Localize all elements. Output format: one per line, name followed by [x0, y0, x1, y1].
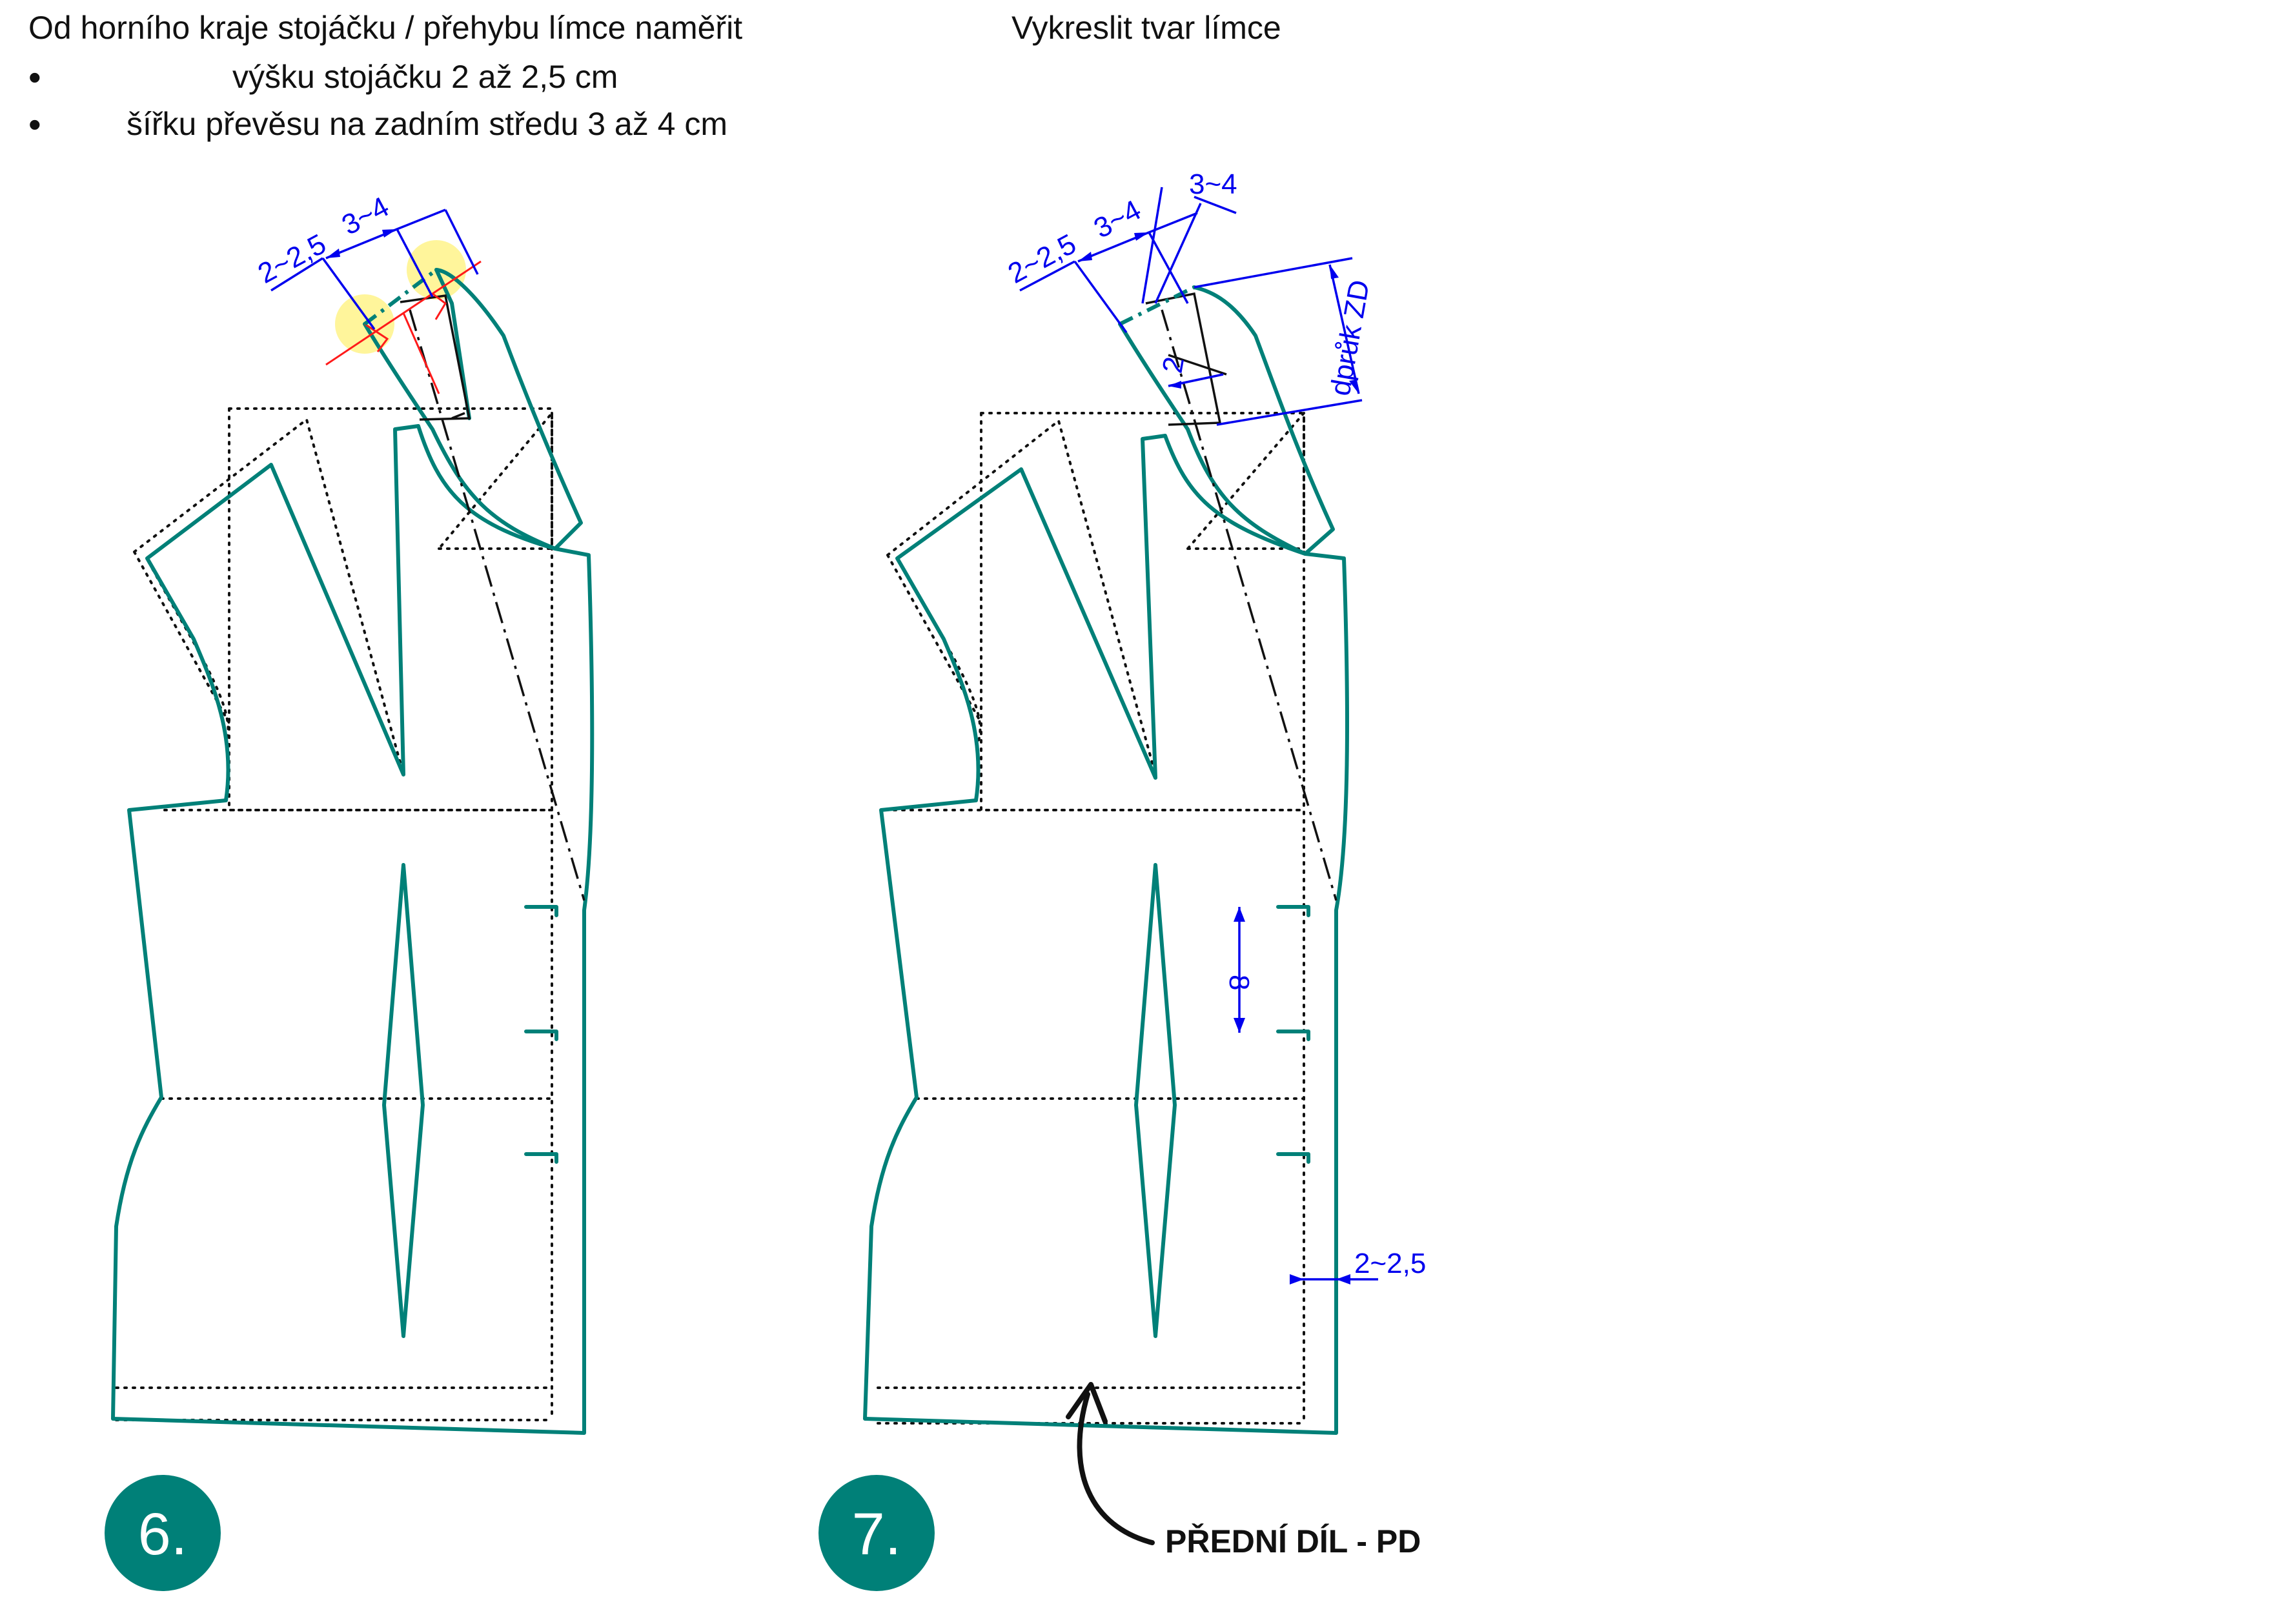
step-6-dim-stand: 2~2,5 — [253, 228, 331, 290]
right-heading: Vykreslit tvar límce — [1011, 10, 1281, 46]
step-6-arrow-2 — [382, 229, 397, 238]
step-7-label-arrow — [1077, 1392, 1155, 1545]
step-7-dim-fall-top: 3~4 — [1189, 168, 1237, 200]
step-7-arrow-7 — [1234, 1018, 1245, 1033]
bullet-text-1: výšku stojáčku 2 až 2,5 cm — [232, 59, 618, 95]
step-7-arrow-8 — [1290, 1274, 1304, 1284]
step-7-arrow-4 — [1349, 380, 1359, 394]
bullet-text-2: šířku převěsu na zadním středu 3 až 4 cm — [127, 106, 727, 142]
step-6-badge — [105, 1475, 221, 1591]
step-7-dotted-shoulder — [886, 409, 1305, 776]
left-heading: Od horního kraje stojáčku / přehybu límc… — [28, 10, 743, 46]
step-7-front-outline — [863, 434, 1349, 1435]
step-6-badge-label: 6. — [138, 1501, 188, 1567]
step-6-collar-construction — [400, 294, 471, 421]
step-7-pattern: 2~2,5 3~4 3~4 2 dprůk ZD 8 2~2,5 PŘEDNÍ … — [818, 168, 1426, 1591]
step-7-collar — [1118, 285, 1335, 556]
bullet-dot-2: • — [28, 104, 41, 145]
step-7-label-arrowhead — [1066, 1382, 1108, 1424]
step-7-dotted-neck — [899, 563, 982, 744]
step-7-dotted-frame — [877, 412, 1305, 1425]
step-7-dim-lines — [1019, 187, 1363, 426]
step-7-badge — [818, 1475, 935, 1591]
step-7-arrow-3 — [1330, 265, 1339, 279]
step-7-roll-line — [1161, 309, 1337, 901]
step-6-dotted-shoulder — [133, 409, 553, 776]
step-7-dim-stand: 2~2,5 — [1003, 228, 1081, 290]
step-6-dotted-frame — [115, 407, 553, 1421]
step-7-arrow-6 — [1234, 907, 1245, 922]
step-7-dim-extension: 2~2,5 — [1354, 1248, 1426, 1279]
step-6-arrow-1 — [326, 249, 340, 258]
bullet-dot-1: • — [28, 57, 41, 97]
step-7-badge-label: 7. — [852, 1501, 902, 1567]
step-7-piece-label: PŘEDNÍ DÍL - PD — [1165, 1523, 1421, 1559]
step-7-dim-back-neck: dprůk ZD — [1325, 278, 1376, 398]
step-6-collar-edge — [434, 268, 471, 420]
step-7-dim-button: 8 — [1223, 975, 1255, 990]
step-6-roll-line — [409, 309, 585, 901]
step-6-collar — [363, 268, 583, 551]
step-7-dim-offset: 2 — [1157, 354, 1191, 376]
step-7-collar-construction — [1145, 292, 1227, 426]
step-7-arrow-9 — [1336, 1274, 1350, 1284]
step-6-button-marks — [524, 905, 558, 1164]
step-7-arrow-1 — [1078, 252, 1092, 261]
step-6-pattern: 2~2,5 3~4 6. — [105, 191, 595, 1591]
step-6-red-lines — [325, 260, 482, 394]
step-6-dim-lines — [270, 208, 479, 330]
step-6-dart — [382, 863, 425, 1338]
step-6-dotted-neck — [147, 560, 230, 744]
step-6-front-outline — [111, 424, 595, 1435]
step-7-arrow-2 — [1134, 232, 1149, 241]
step-7-button-marks — [1276, 905, 1310, 1164]
step-7-arrow-5 — [1168, 381, 1181, 389]
step-7-dart — [1134, 863, 1177, 1338]
